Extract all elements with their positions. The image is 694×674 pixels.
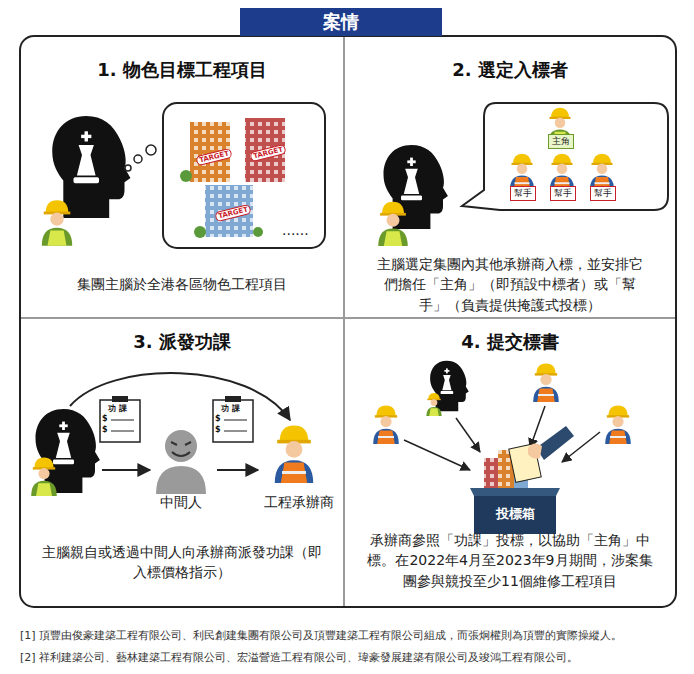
- quadrant-panel: 2. 選定入標者主腦選定集團內其他承辦商入標，並安排它們擔任「主角」（即預設中標…: [344, 36, 676, 318]
- drawing-part: [509, 444, 542, 483]
- ballot-box-label: 投標箱: [496, 505, 535, 523]
- drawing-part: [194, 226, 206, 238]
- quadrant1-art: [42, 103, 325, 248]
- role-sign: 幫手: [590, 186, 616, 201]
- step-heading: 3. 派發功課: [20, 330, 344, 354]
- drawing-part: [484, 458, 498, 492]
- drawing-part: [225, 396, 241, 402]
- quadrant-panel: 1. 物色目標工程項目集團主腦於全港各區物色工程項目: [20, 36, 344, 318]
- drawing-part: [510, 154, 534, 190]
- quadrant-panel: 3. 派發功課主腦親自或透過中間人向承辦商派發功課（即入標價格指示） 中間人 工程承…: [20, 318, 344, 607]
- drawing-part: [426, 393, 441, 416]
- drawing-part: [171, 442, 191, 445]
- role-sign: 主角: [548, 134, 574, 149]
- drawing-part: [134, 155, 142, 163]
- drawing-part: [213, 400, 253, 442]
- quadrant-panel: 4. 提交標書承辦商參照「功課」投標，以協助「主角」中標。在2022年4月至20…: [344, 318, 676, 607]
- role-sign: 幫手: [550, 186, 576, 201]
- figure-label: 工程承辦商: [252, 494, 346, 512]
- drawing-part: [343, 37, 345, 606]
- drawing-part: [20, 36, 676, 607]
- drawing-part: [180, 170, 192, 182]
- footnote: [2] 祥利建築公司、藝林建築工程有限公司、宏溢營造工程有限公司、瑋豪發展建築有…: [20, 650, 578, 665]
- drawing-part: [470, 488, 560, 496]
- figure-node: 中間人: [147, 420, 215, 512]
- step-caption: 集團主腦於全港各區物色工程項目: [30, 274, 334, 294]
- drawing-part: [165, 430, 197, 462]
- drawing-part: [224, 420, 247, 421]
- quadrant4-art: [373, 361, 631, 534]
- title-band: 案情: [240, 8, 442, 36]
- drawing-part: [21, 317, 675, 319]
- drawing-part: [536, 426, 574, 460]
- step-caption: 主腦選定集團內其他承辦商入標，並安排它們擔任「主角」（即預設中標者）或「幫手」（…: [374, 254, 646, 315]
- drawing-part: [275, 425, 313, 483]
- drawing-part: [42, 200, 72, 246]
- drawing-part: [156, 466, 206, 494]
- step-caption: 承辦商參照「功課」投標，以協助「主角」中標。在2022年4月至2023年9月期間…: [364, 530, 656, 591]
- quadrant3-art: [31, 373, 313, 496]
- document-title: 功 課: [221, 403, 240, 414]
- price-mark: $: [102, 425, 108, 434]
- quadrant2-art: [378, 103, 668, 246]
- drawing-part: [112, 396, 128, 402]
- drawing-part: [378, 202, 407, 246]
- drawing-part: [102, 469, 150, 471]
- flow-arrow: [217, 469, 258, 471]
- drawing-part: [530, 406, 545, 448]
- drawing-part: [462, 103, 668, 210]
- drawing-part: [36, 409, 100, 493]
- ellipsis: ......: [282, 222, 309, 238]
- footnote: [1] 頂豐由俊豪建築工程有限公司、利民創建集團有限公司及頂豐建築工程有限公司組…: [20, 628, 622, 643]
- drawing-part: [205, 185, 253, 237]
- drawing-part: [205, 185, 253, 237]
- step-heading: 2. 選定入標者: [344, 58, 676, 82]
- drawing-part: [111, 420, 134, 421]
- drawing-part: [484, 458, 498, 492]
- drawing-part: [111, 431, 134, 432]
- drawing-part: [474, 496, 556, 534]
- step-heading: 1. 物色目標工程項目: [20, 58, 344, 82]
- figure-label: 中間人: [147, 494, 215, 512]
- drawing-part: [224, 431, 247, 432]
- drawing-part: [550, 154, 574, 190]
- price-mark: $: [215, 425, 221, 434]
- price-mark: $: [215, 414, 221, 423]
- drawing-part: [31, 458, 57, 496]
- step-heading: 4. 提交標書: [344, 330, 676, 354]
- price-mark: $: [102, 414, 108, 423]
- step-caption: 主腦親自或透過中間人向承辦商派發功課（即入標價格指示）: [38, 542, 326, 583]
- drawing-part: [590, 154, 614, 190]
- drawing-part: [163, 103, 325, 248]
- drawing-part: [373, 406, 399, 444]
- figure-node: 工程承辦商: [252, 420, 346, 512]
- drawing-part: [605, 406, 631, 444]
- drawing-part: [528, 443, 542, 458]
- drawing-part: [146, 145, 156, 155]
- drawing-part: [253, 227, 263, 237]
- drawing-part: [172, 452, 190, 456]
- drawing-part: [100, 400, 140, 442]
- drawing-part: [125, 165, 131, 171]
- drawing-part: [533, 364, 559, 402]
- drawing-part: [456, 418, 480, 452]
- role-sign: 幫手: [510, 186, 536, 201]
- document-title: 功 課: [108, 403, 127, 414]
- drawing-part: [404, 440, 470, 470]
